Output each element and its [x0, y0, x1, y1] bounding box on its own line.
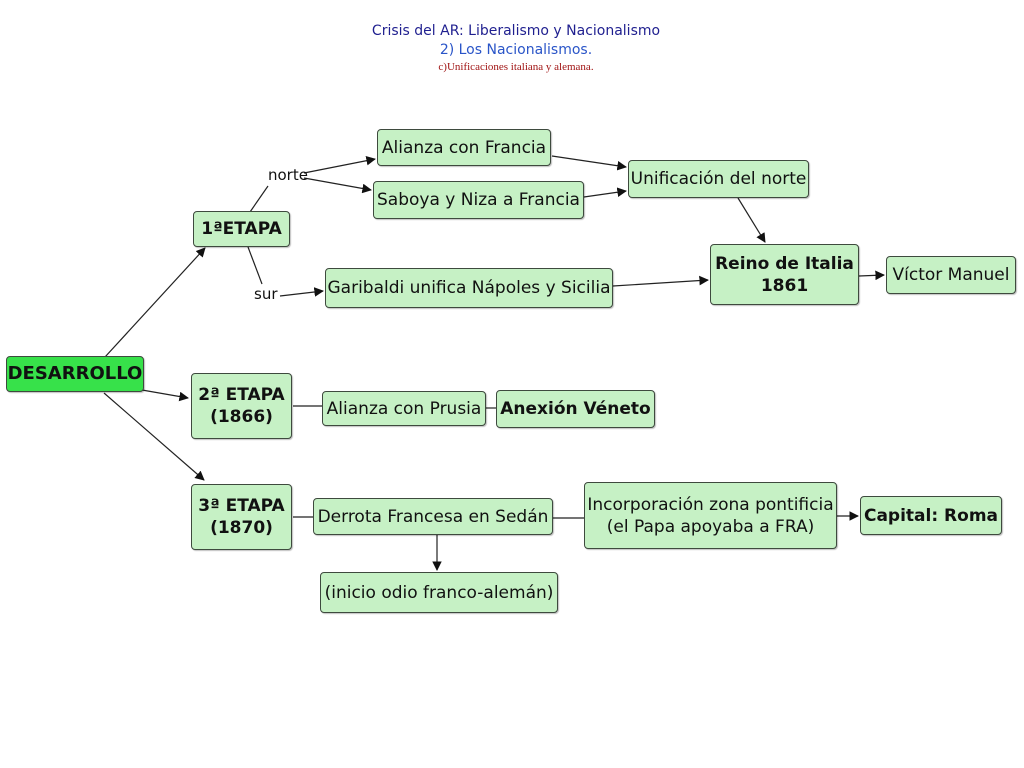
- node-anexion-veneto-label: Anexión Véneto: [500, 399, 651, 419]
- link-alianza-unificacion: [551, 155, 627, 171]
- node-alianza-francia-label: Alianza con Francia: [381, 137, 547, 158]
- link-etapa1-sur: [247, 246, 263, 285]
- edge-label-norte: norte: [268, 166, 308, 184]
- node-etapa2-label-line1: 2ª ETAPA: [198, 385, 285, 405]
- link-norte-alianza: [303, 155, 376, 174]
- node-etapa3-label-line2: (1870): [210, 518, 273, 538]
- link-etapa1-norte: [249, 185, 269, 213]
- node-etapa1-label: 1ªETAPA: [201, 219, 282, 239]
- link-desarrollo-etapa3: [103, 392, 205, 481]
- node-inicio-odio[interactable]: (inicio odio franco-alemán): [320, 572, 558, 613]
- node-desarrollo[interactable]: DESARROLLO: [6, 356, 144, 392]
- node-victor-manuel-label: Víctor Manuel: [892, 265, 1010, 285]
- node-anexion-veneto[interactable]: Anexión Véneto: [496, 390, 655, 428]
- node-etapa1[interactable]: 1ªETAPA: [193, 211, 290, 247]
- slide-section: c)Unificaciones italiana y alemana.: [438, 61, 594, 73]
- link-desarrollo-etapa2: [141, 389, 189, 402]
- node-unificacion-norte-label: Unificación del norte: [630, 169, 807, 189]
- slide-subtitle: 2) Los Nacionalismos.: [439, 42, 593, 58]
- link-sur-garibaldi: [279, 287, 324, 297]
- node-victor-manuel[interactable]: Víctor Manuel: [886, 256, 1016, 294]
- slide-title: Crisis del AR: Liberalismo y Nacionalism…: [371, 23, 661, 39]
- node-garibaldi-label: Garibaldi unifica Nápoles y Sicilia: [327, 278, 611, 298]
- link-norte-saboya: [303, 177, 372, 194]
- link-desarrollo-etapa1: [104, 247, 206, 358]
- link-reino-victor: [858, 270, 885, 281]
- node-capital-roma[interactable]: Capital: Roma: [860, 496, 1002, 535]
- node-etapa3-label-line1: 3ª ETAPA: [198, 496, 285, 516]
- node-incorporacion-pontificia[interactable]: Incorporación zona pontificia (el Papa a…: [584, 482, 837, 549]
- link-saboya-unificacion: [583, 187, 627, 198]
- node-saboya-niza-label: Saboya y Niza a Francia: [377, 190, 580, 210]
- node-incorporacion-label-line2: (el Papa apoyaba a FRA): [606, 516, 815, 537]
- node-reino-italia-label-line2: 1861: [760, 275, 809, 296]
- node-etapa2[interactable]: 2ª ETAPA (1866): [191, 373, 292, 439]
- slide-title-block: Crisis del AR: Liberalismo y Nacionalism…: [0, 22, 1024, 75]
- node-alianza-francia[interactable]: Alianza con Francia: [377, 129, 551, 166]
- node-desarrollo-label: DESARROLLO: [7, 363, 143, 384]
- edge-label-sur: sur: [254, 285, 278, 303]
- node-alianza-prusia[interactable]: Alianza con Prusia: [322, 391, 486, 426]
- node-inicio-odio-label: (inicio odio franco-alemán): [324, 582, 554, 603]
- node-derrota-sedan[interactable]: Derrota Francesa en Sedán: [313, 498, 553, 535]
- node-alianza-prusia-label: Alianza con Prusia: [326, 398, 482, 419]
- node-etapa3[interactable]: 3ª ETAPA (1870): [191, 484, 292, 550]
- node-etapa2-label-line2: (1866): [210, 407, 273, 427]
- node-incorporacion-label-line1: Incorporación zona pontificia: [587, 494, 834, 515]
- node-unificacion-norte[interactable]: Unificación del norte: [628, 160, 809, 198]
- node-derrota-sedan-label: Derrota Francesa en Sedán: [317, 506, 549, 527]
- node-saboya-niza[interactable]: Saboya y Niza a Francia: [373, 181, 584, 219]
- node-garibaldi[interactable]: Garibaldi unifica Nápoles y Sicilia: [325, 268, 613, 308]
- node-capital-roma-label: Capital: Roma: [863, 505, 999, 526]
- node-reino-italia-label-line1: Reino de Italia: [715, 253, 854, 274]
- link-unificacion-reino: [737, 197, 766, 243]
- link-garibaldi-reino: [612, 275, 709, 287]
- node-reino-italia[interactable]: Reino de Italia 1861: [710, 244, 859, 305]
